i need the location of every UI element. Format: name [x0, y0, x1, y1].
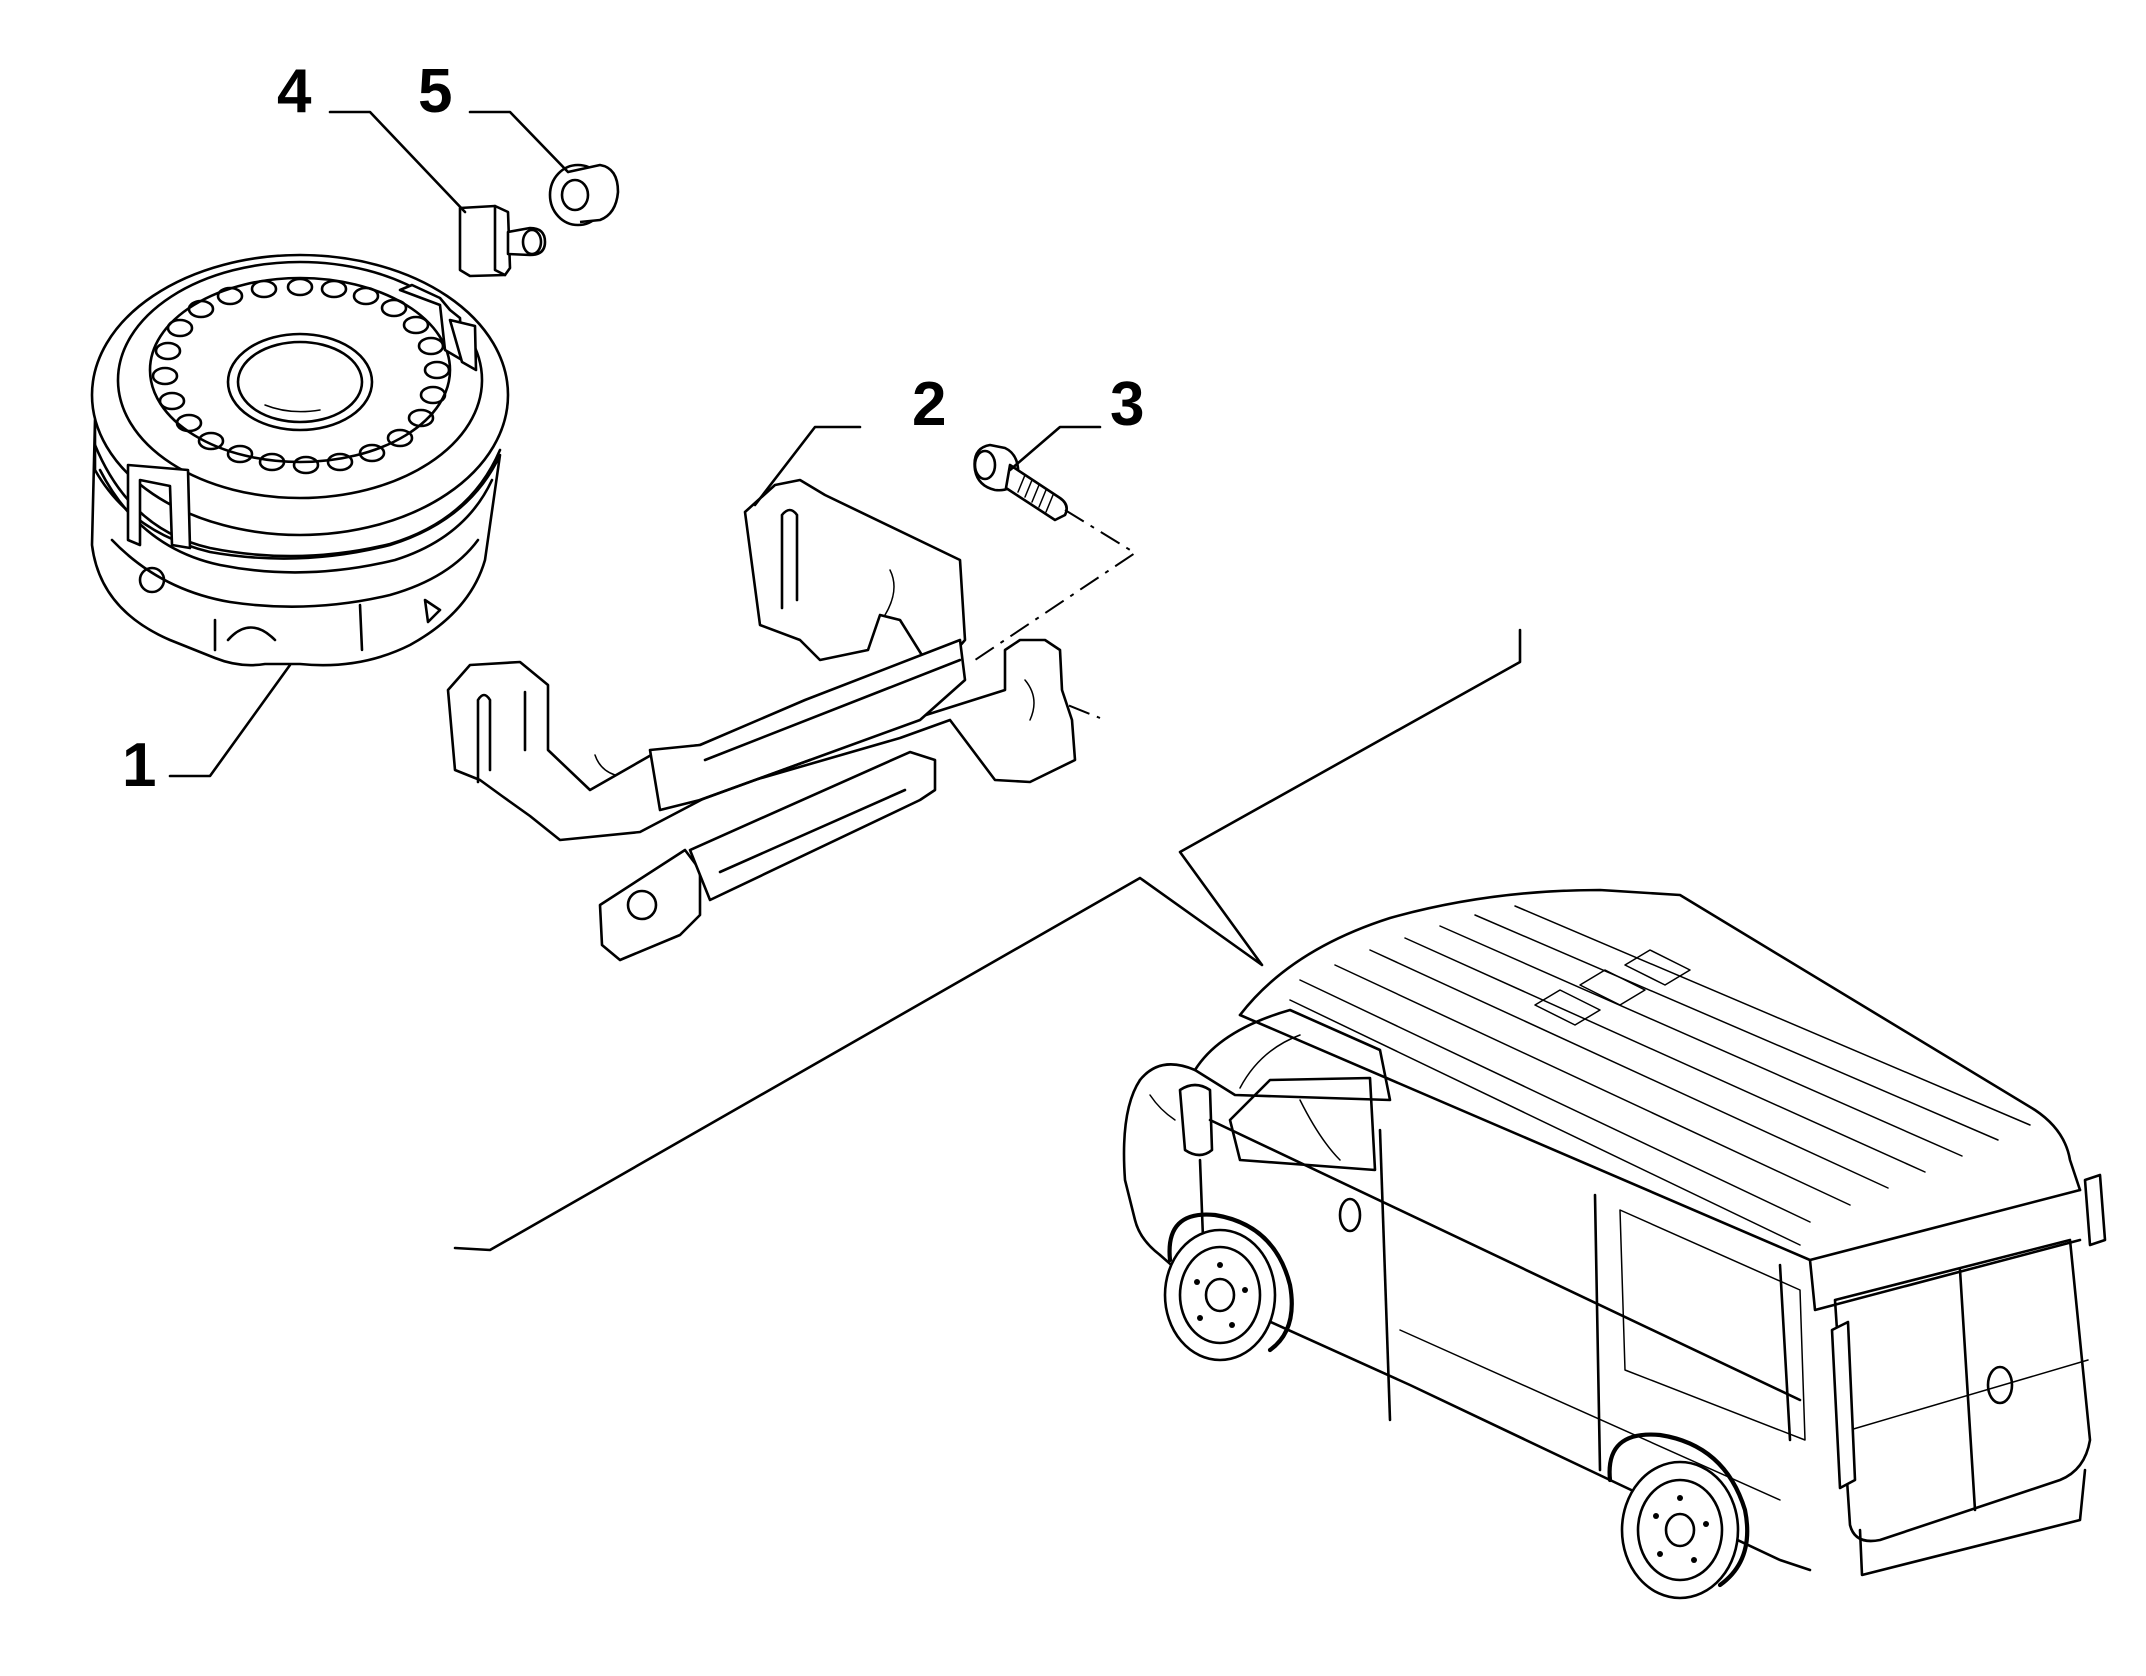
callout-leaders	[168, 110, 1102, 778]
part-1-siren[interactable]	[90, 253, 510, 667]
part-4-square-bolt[interactable]	[458, 204, 547, 278]
callout-label-3: 3	[1110, 370, 1144, 439]
callout-label-2: 2	[912, 370, 946, 439]
part-2-bracket[interactable]	[446, 478, 1077, 962]
roof-ribs	[1289, 905, 2031, 1246]
part-3-screw[interactable]	[973, 443, 1068, 522]
callout-label-1: 1	[122, 731, 156, 800]
rear-wheel	[1607, 1432, 1750, 1600]
callout-label-5: 5	[418, 57, 452, 126]
part-5-flanged-nut[interactable]	[548, 163, 620, 227]
van-location-leader	[453, 628, 1522, 1252]
assembly-axis-line	[974, 509, 1137, 661]
front-wheel	[1163, 1212, 1294, 1362]
siren-vent-holes	[151, 277, 451, 475]
van-illustration	[1122, 888, 2107, 1600]
callout-label-4: 4	[277, 57, 312, 126]
